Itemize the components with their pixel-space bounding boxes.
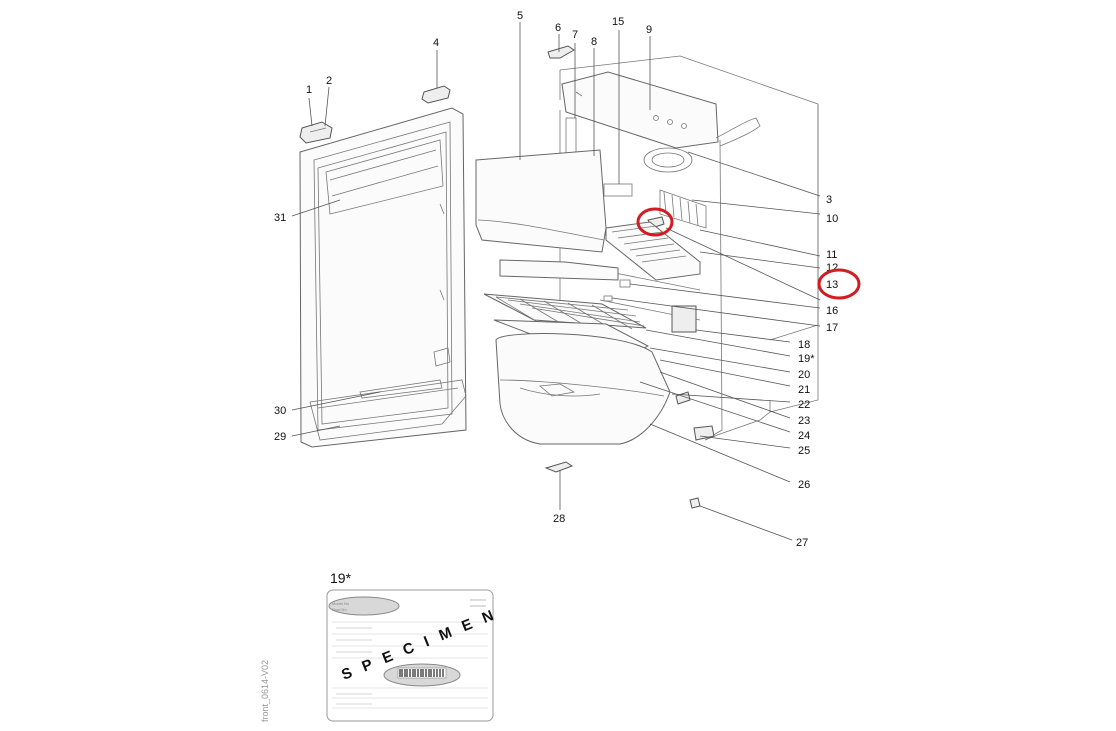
callout-19s: 19*: [798, 353, 815, 365]
cover-panel: [475, 149, 607, 253]
callout-1: 1: [306, 84, 312, 96]
callout-31: 31: [274, 212, 286, 224]
callout-10: 10: [826, 213, 838, 225]
callout-29: 29: [274, 431, 286, 443]
diagram-side-code: front_0614-V02: [260, 660, 270, 722]
callout-11: 11: [826, 249, 837, 261]
callout-9: 9: [646, 24, 652, 36]
callout-22: 22: [798, 399, 810, 411]
callout-13: 13: [826, 279, 838, 291]
callout-25: 25: [798, 445, 810, 457]
callout-21: 21: [798, 384, 810, 396]
vegetable-drawer: [495, 333, 671, 445]
rating-plate-header: 19*: [330, 570, 352, 586]
callout-15: 15: [612, 16, 624, 28]
highlight-circle-callout-13: [817, 268, 861, 300]
highlight-circle-part-13: [636, 207, 674, 237]
callout-23: 23: [798, 415, 810, 427]
callout-5: 5: [517, 10, 523, 22]
callout-2: 2: [326, 75, 332, 87]
callout-17: 17: [826, 322, 838, 334]
callout-20: 20: [798, 369, 810, 381]
callout-8: 8: [591, 36, 597, 48]
rating-plate-specimen: 19* Model No Prod No SPECIMEN: [326, 570, 507, 722]
callout-7: 7: [572, 29, 578, 41]
callout-labels: 1 2 3 4 5 6 7 8 9 10 11 12 13 15 16 17 1…: [274, 10, 838, 549]
callout-6: 6: [555, 22, 561, 34]
callout-18: 18: [798, 339, 810, 351]
door-assembly: [299, 85, 467, 448]
rating-plate-model-no: Model No: [332, 601, 350, 606]
callout-3: 3: [826, 194, 832, 206]
callout-16: 16: [826, 305, 838, 317]
loose-parts: [544, 45, 701, 509]
highlight-marks: [636, 207, 861, 300]
callout-4: 4: [433, 37, 439, 49]
callout-24: 24: [798, 430, 810, 442]
leader-lines: [291, 22, 821, 541]
callout-30: 30: [274, 405, 286, 417]
callout-27: 27: [796, 537, 808, 549]
rating-plate-prod-no: Prod No: [332, 607, 347, 612]
callout-28: 28: [553, 513, 565, 525]
callout-26: 26: [798, 479, 810, 491]
